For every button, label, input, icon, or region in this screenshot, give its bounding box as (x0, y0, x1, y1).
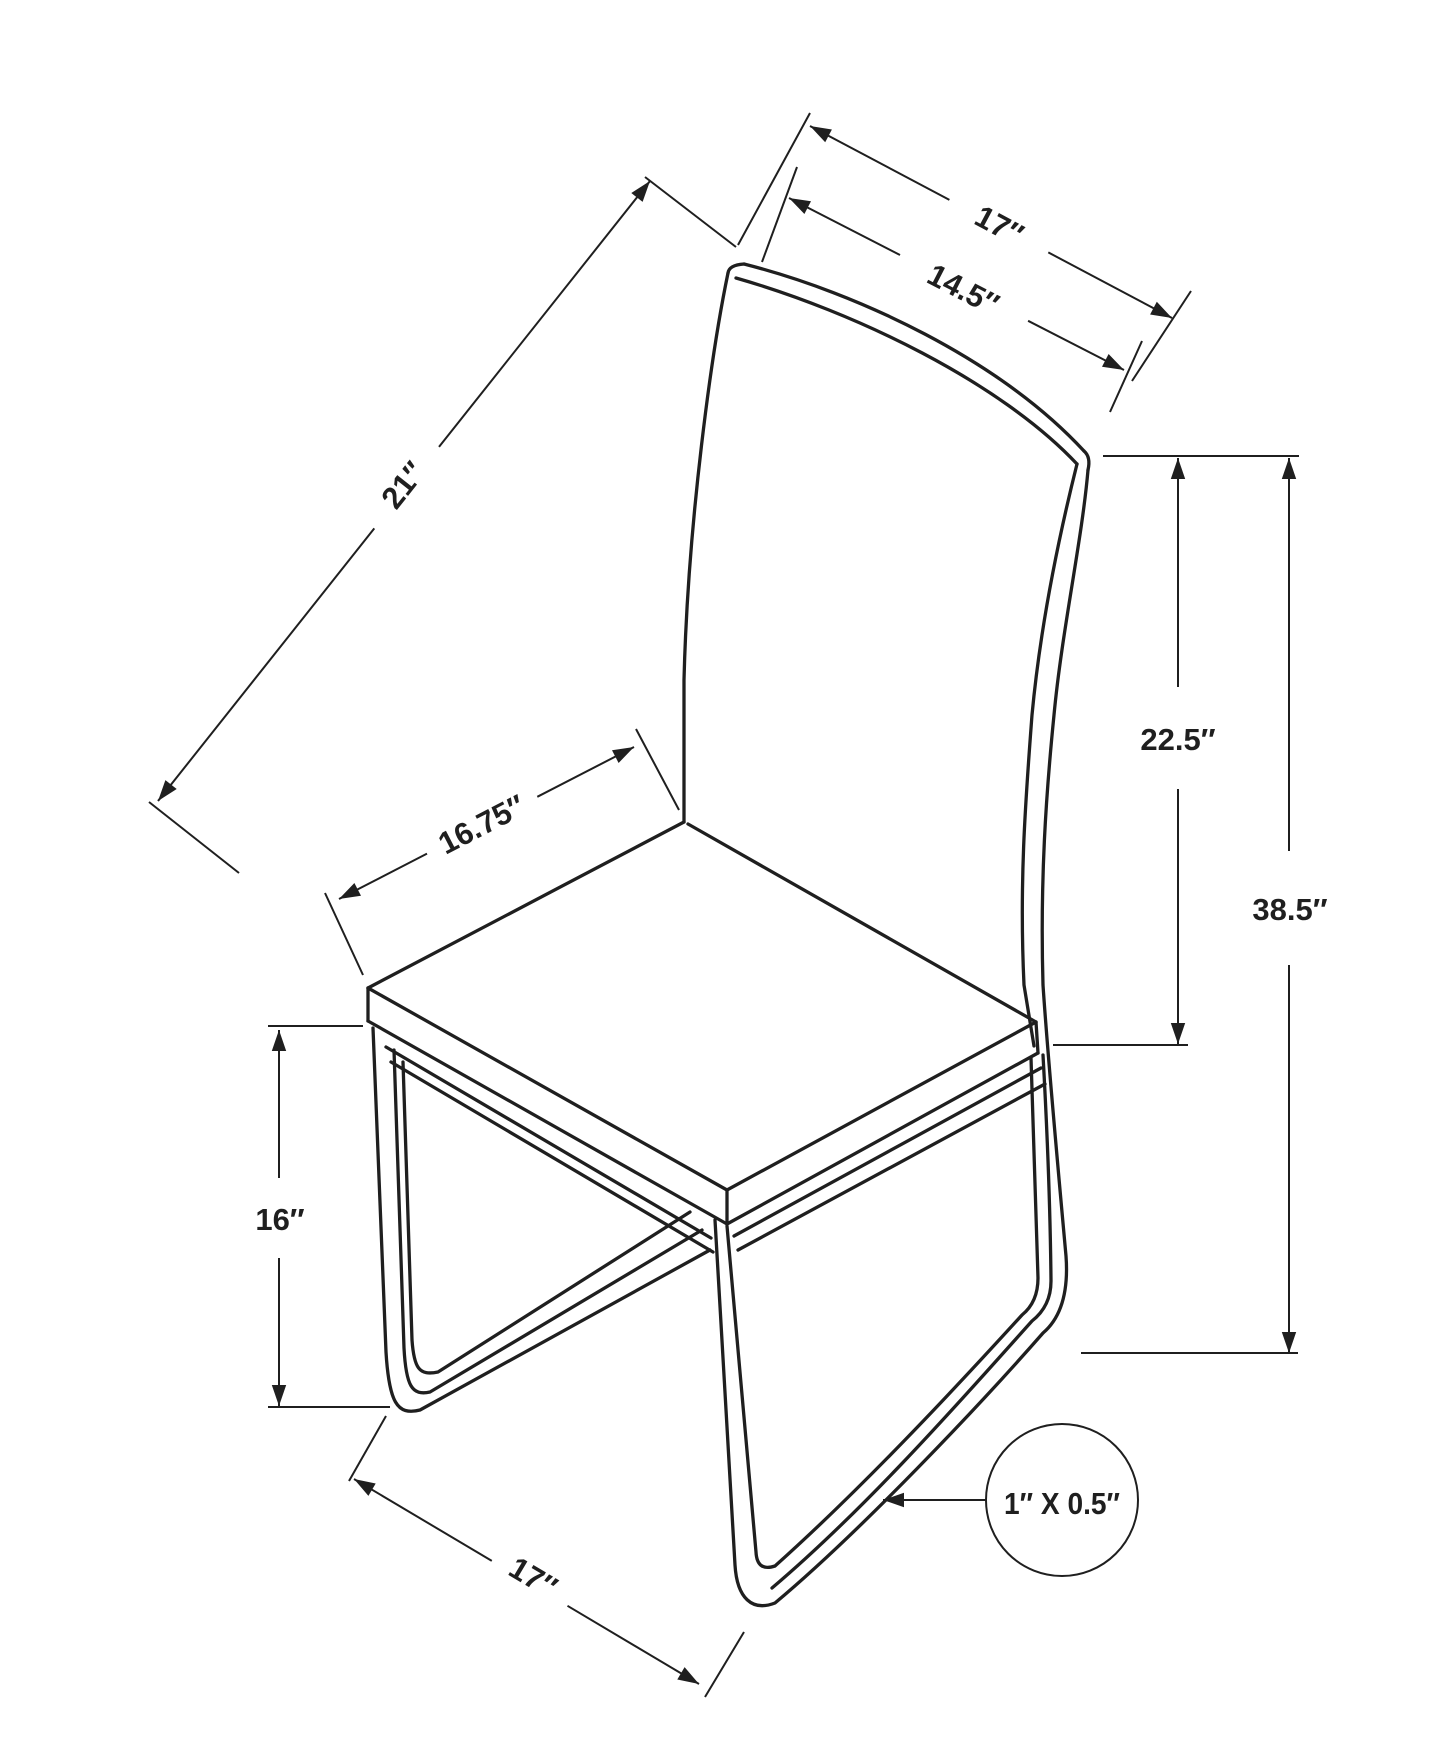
svg-text:38.5″: 38.5″ (1252, 892, 1327, 927)
svg-text:22.5″: 22.5″ (1140, 722, 1215, 757)
svg-text:16″: 16″ (255, 1202, 304, 1237)
svg-text:1″ X 0.5″: 1″ X 0.5″ (1004, 1486, 1120, 1521)
